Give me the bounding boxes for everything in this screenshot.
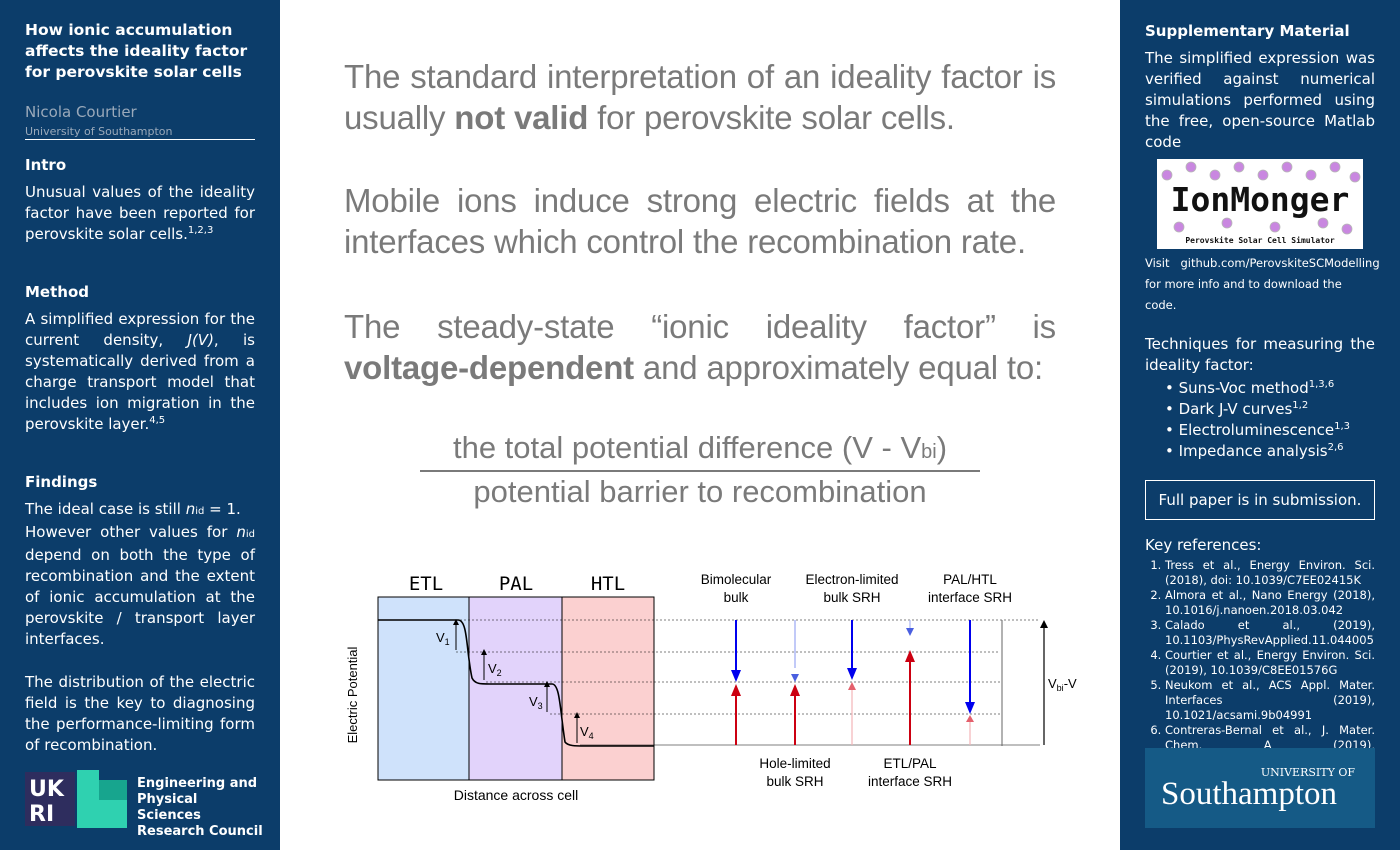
svg-text:bulk: bulk (724, 590, 749, 605)
author-name: Nicola Courtier (25, 103, 137, 121)
fraction-denominator: potential barrier to recombination (473, 474, 927, 509)
ionmonger-subtitle: Perovskite Solar Cell Simulator (1185, 235, 1334, 245)
technique-item: Dark J-V curves1,2 (1165, 399, 1375, 420)
label-electron-limited: Electron-limited (805, 572, 898, 587)
v1-label: V1 (436, 630, 450, 647)
statement-3: The steady-state “ionic ideality factor”… (344, 308, 1056, 386)
statement-1: The standard interpretation of an ideali… (344, 58, 1056, 136)
full-paper-box: Full paper is in submission. (1145, 480, 1375, 520)
layer-label-etl: ETL (409, 573, 443, 595)
technique-item: Suns-Voc method1,3,6 (1165, 378, 1375, 399)
reference-item: Courtier et al., Energy Environ. Sci. (2… (1165, 648, 1375, 678)
recombination-arrows (731, 620, 1048, 745)
southampton-wordmark: Southampton (1161, 776, 1338, 812)
ionmonger-logo-icon: IonMonger Perovskite Solar Cell Simulato… (1161, 161, 1361, 245)
method-heading: Method (25, 283, 89, 301)
v2-label: V2 (488, 661, 502, 678)
ukri-letters-top: UK (29, 777, 65, 802)
supp-text: The simplified expression was verified a… (1145, 49, 1375, 151)
university-of-text: UNIVERSITY OF (1260, 766, 1355, 779)
ukri-epsrc-logo: UK RI Engineering and Physical Sciences … (25, 770, 265, 839)
supp-heading: Supplementary Material (1145, 22, 1350, 40)
ukri-logo-icon: UK RI (25, 770, 127, 828)
v3-label: V3 (529, 694, 543, 711)
label-etl-pal: ETL/PAL (883, 756, 937, 771)
epsrc-name: Engineering and Physical Sciences Resear… (137, 776, 263, 839)
southampton-logo: UNIVERSITY OF Southampton (1145, 748, 1375, 828)
center-panel: The standard interpretation of an ideali… (280, 0, 1120, 850)
layer-label-pal: PAL (499, 573, 533, 595)
left-sidebar: How ionic accumulation affects the ideal… (0, 0, 280, 850)
references-list: Tress et al., Energy Environ. Sci. (2018… (1145, 558, 1375, 768)
label-pal-htl: PAL/HTL (943, 572, 997, 587)
ionmonger-wordmark: IonMonger (1171, 180, 1350, 219)
label-hole-limited: Hole-limited (759, 756, 830, 771)
techniques-list: Suns-Voc method1,3,6 Dark J-V curves1,2 … (1165, 378, 1375, 462)
author-affiliation: University of Southampton (25, 125, 255, 140)
svg-text:bulk SRH: bulk SRH (823, 590, 880, 605)
reference-item: Calado et al., (2019), 10.1103/PhysRevAp… (1165, 618, 1375, 648)
ionmonger-logo: IonMonger Perovskite Solar Cell Simulato… (1157, 159, 1363, 249)
potential-curve (378, 619, 654, 747)
reference-item: Almora et al., Nano Energy (2018), 10.10… (1165, 588, 1375, 618)
pal-region (468, 596, 563, 781)
technique-item: Electroluminescence1,3 (1165, 420, 1375, 441)
ukri-letters-bottom: RI (29, 802, 54, 827)
visit-text: Visit github.com/PerovskiteSCModelling f… (1145, 253, 1380, 316)
v4-label: V4 (580, 724, 594, 741)
method-text: A simplified expression for the current … (25, 310, 255, 433)
y-axis-label: Electric Potential (345, 646, 360, 743)
reference-item: Neukom et al., ACS Appl. Mater. Interfac… (1165, 678, 1375, 723)
ideality-fraction: the total potential difference (V - Vbi)… (420, 430, 980, 510)
intro-heading: Intro (25, 156, 67, 174)
label-bimolecular: Bimolecular (701, 572, 772, 587)
layer-label-htl: HTL (591, 573, 625, 595)
intro-text: Unusual values of the ideality factor ha… (25, 183, 255, 243)
reference-item: Tress et al., Energy Environ. Sci. (2018… (1165, 558, 1375, 588)
x-axis-label: Distance across cell (454, 787, 579, 803)
statement-2: Mobile ions induce strong electric field… (344, 182, 1056, 260)
findings-heading: Findings (25, 473, 98, 491)
techniques-heading: Techniques for measuring the ideality fa… (1145, 335, 1375, 374)
etl-region (377, 596, 470, 781)
svg-text:interface SRH: interface SRH (868, 774, 952, 789)
technique-item: Impedance analysis2,6 (1165, 441, 1375, 462)
poster-title: How ionic accumulation affects the ideal… (25, 21, 248, 81)
right-sidebar: Supplementary Material The simplified ex… (1120, 0, 1400, 850)
findings-text: The ideal case is still nid = 1.However … (25, 500, 255, 648)
github-link[interactable]: Visit github.com/PerovskiteSCModelling (1145, 256, 1380, 270)
vbi-v-label: Vbi-V (1048, 676, 1077, 693)
fraction-numerator: the total potential difference (V - Vbi) (452, 430, 948, 465)
findings-text-2: The distribution of the electric field i… (25, 673, 255, 754)
key-refs-heading: Key references: (1145, 536, 1262, 554)
svg-text:bulk SRH: bulk SRH (766, 774, 823, 789)
potential-diagram: ETL PAL HTL Electric Potential Distance … (345, 572, 1077, 803)
svg-text:interface SRH: interface SRH (928, 590, 1012, 605)
htl-region (561, 596, 655, 781)
